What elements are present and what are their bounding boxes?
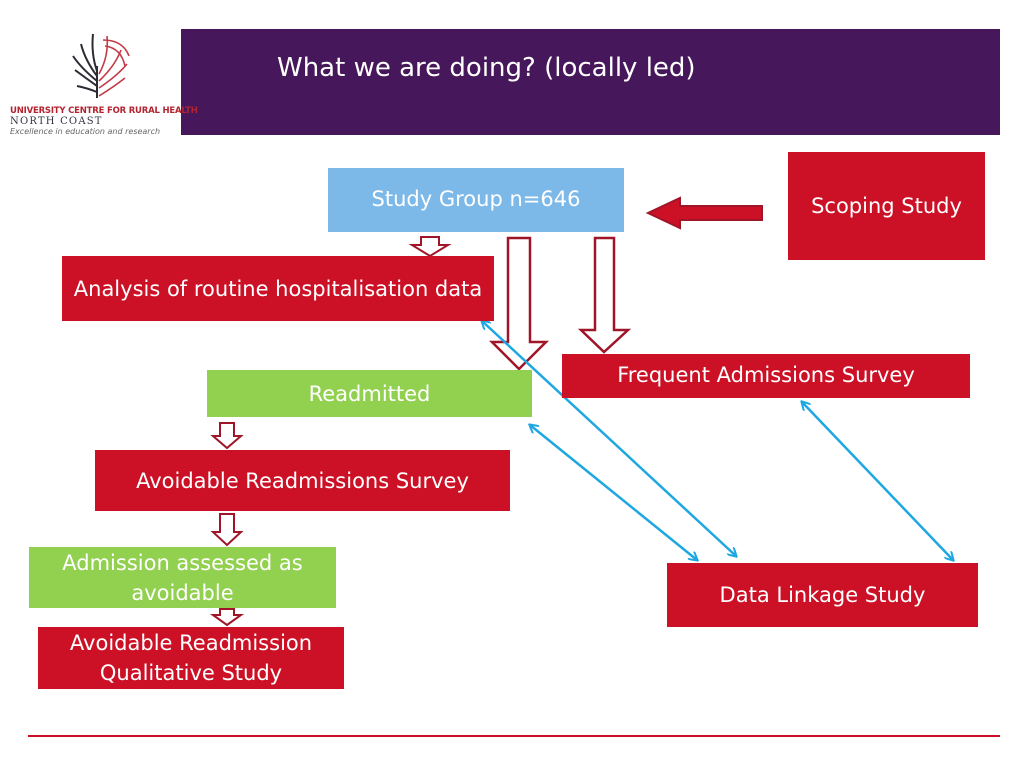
tree-icon — [72, 33, 130, 98]
survey-to-assessed-arrow — [210, 513, 244, 547]
header-bar: What we are doing? (locally led) — [181, 29, 1000, 135]
avoidable-readmissions-survey-box: Avoidable Readmissions Survey — [95, 450, 510, 511]
assessed-avoidable-box: Admission assessed as avoidable — [29, 547, 336, 608]
logo-line-3: Excellence in education and research — [10, 127, 161, 136]
readmitted-linkage-link — [530, 425, 697, 560]
qualitative-study-box: Avoidable Readmission Qualitative Study — [38, 627, 344, 689]
bottom-divider — [28, 735, 1000, 737]
readmitted-to-survey-arrow — [210, 422, 244, 450]
study-to-analysis-arrow — [408, 236, 452, 258]
study-group-box: Study Group n=646 — [328, 168, 624, 232]
page-title: What we are doing? (locally led) — [277, 53, 696, 83]
scoping-study-box: Scoping Study — [788, 152, 985, 260]
study-to-readmitted-arrow — [488, 236, 550, 371]
scoping-to-study-arrow — [645, 196, 763, 230]
study-to-frequent-arrow — [577, 236, 632, 354]
logo-line-2: NORTH COAST — [10, 116, 103, 127]
readmitted-box: Readmitted — [207, 370, 532, 417]
frequent-linkage-link — [802, 402, 953, 560]
ucrh-logo: UNIVERSITY CENTRE FOR RURAL HEALTH NORTH… — [8, 26, 198, 136]
data-linkage-box: Data Linkage Study — [667, 563, 978, 627]
logo-line-1: UNIVERSITY CENTRE FOR RURAL HEALTH — [10, 106, 198, 116]
analysis-box: Analysis of routine hospitalisation data — [62, 256, 494, 321]
assessed-to-qualitative-arrow — [209, 608, 245, 627]
frequent-admissions-box: Frequent Admissions Survey — [562, 354, 970, 398]
